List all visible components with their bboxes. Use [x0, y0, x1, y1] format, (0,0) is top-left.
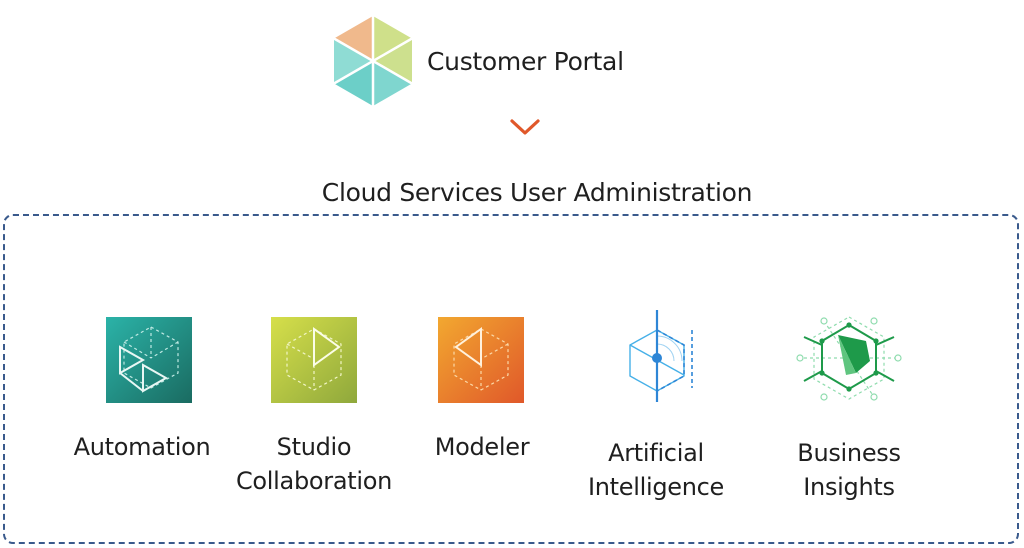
- automation-icon: [106, 317, 192, 403]
- modeler-icon: [438, 317, 524, 403]
- service-label: Modeler: [434, 433, 530, 461]
- service-label: Automation: [73, 433, 211, 461]
- business-insights-icon: [796, 316, 902, 401]
- service-label: Business Insights: [797, 439, 901, 501]
- portal-title: Customer Portal: [427, 47, 624, 76]
- service-label: Artificial Intelligence: [587, 439, 725, 501]
- artificial-intelligence-icon: [629, 310, 693, 402]
- admin-title: Cloud Services User Administration: [321, 178, 753, 207]
- chevron-down-icon[interactable]: [510, 118, 540, 136]
- studio-collaboration-icon: [271, 317, 357, 403]
- services-container: [3, 214, 1019, 544]
- hexagon-logo-icon: [333, 16, 413, 106]
- service-label: Studio Collaboration: [235, 433, 393, 495]
